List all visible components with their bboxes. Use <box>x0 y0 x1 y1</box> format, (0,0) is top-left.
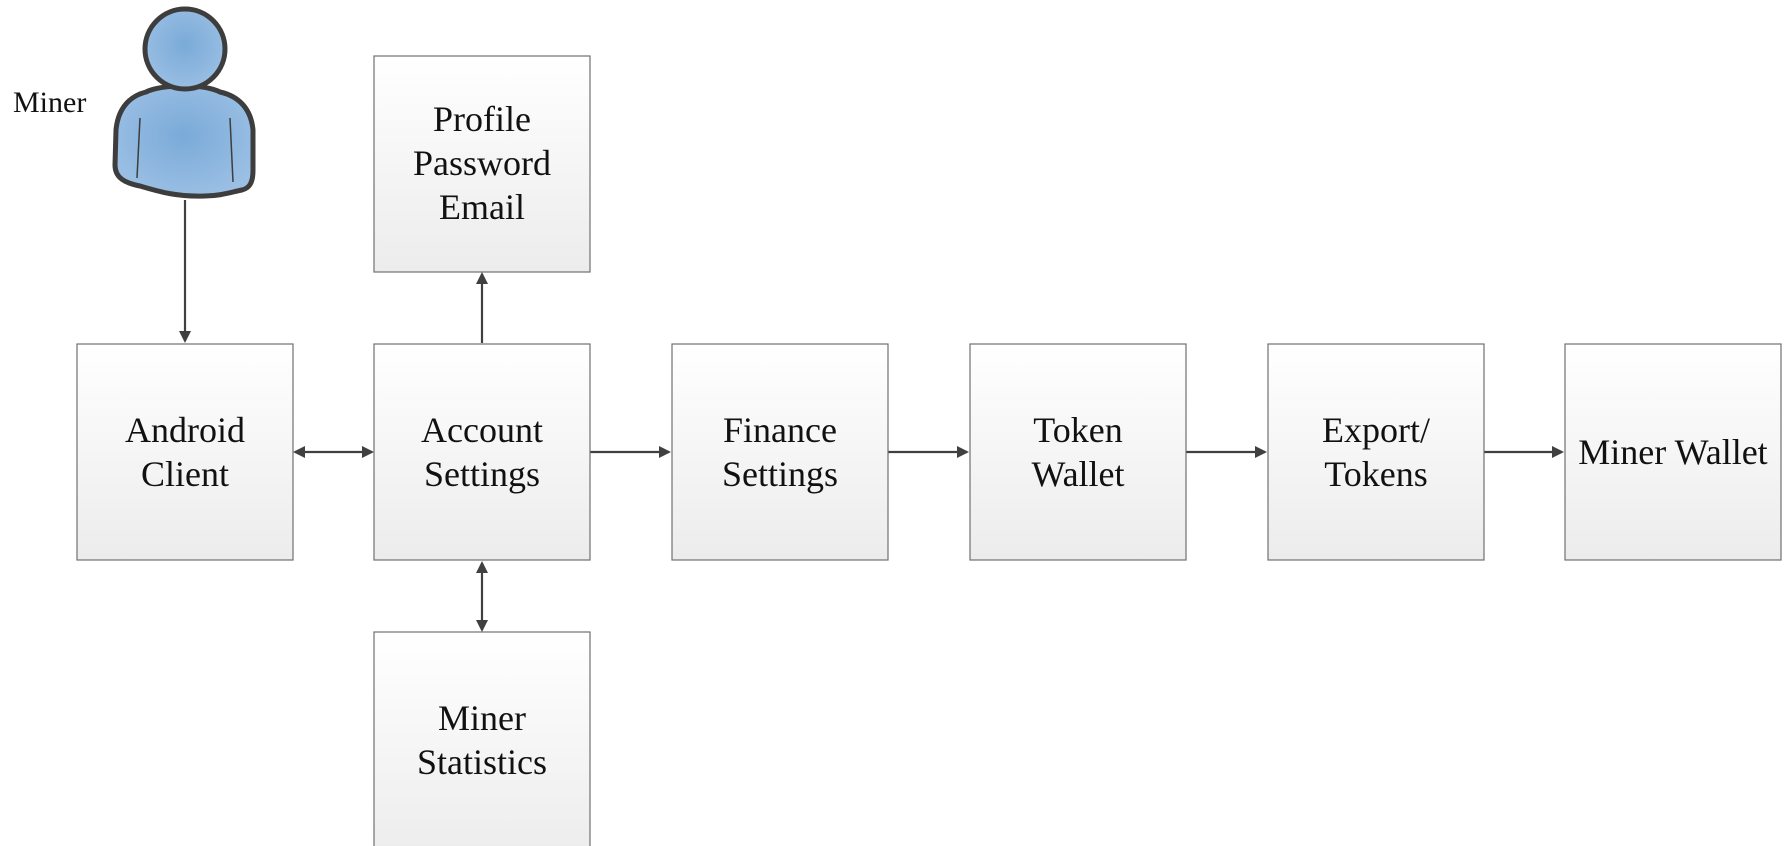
node-android-client-line-2: Client <box>141 454 229 494</box>
node-account-settings-line-1: Account <box>421 410 543 450</box>
person-icon <box>112 6 256 199</box>
node-miner-wallet: Miner Wallet <box>1564 343 1782 561</box>
node-account-settings-line-2: Settings <box>424 454 540 494</box>
node-miner-statistics: Miner Statistics <box>373 631 591 846</box>
actor: Miner <box>13 6 256 199</box>
node-android-client-line-1: Android <box>125 410 245 450</box>
node-token-wallet: Token Wallet <box>969 343 1187 561</box>
actor-label: Miner <box>13 86 86 119</box>
node-miner-wallet-line-1: Miner Wallet <box>1578 432 1767 472</box>
node-export-tokens-line-2: Tokens <box>1324 454 1427 494</box>
node-android-client: Android Client <box>76 343 294 561</box>
node-token-wallet-line-1: Token <box>1033 410 1122 450</box>
node-miner-statistics-line-2: Statistics <box>417 742 547 782</box>
node-account-settings: Account Settings <box>373 343 591 561</box>
node-finance-settings-line-2: Settings <box>722 454 838 494</box>
node-profile: Profile Password Email <box>373 55 591 273</box>
node-profile-line-3: Email <box>439 187 525 227</box>
node-profile-line-1: Profile <box>433 99 531 139</box>
node-finance-settings-line-1: Finance <box>723 410 837 450</box>
edges <box>179 200 1564 632</box>
node-token-wallet-line-2: Wallet <box>1031 454 1124 494</box>
node-finance-settings: Finance Settings <box>671 343 889 561</box>
node-miner-statistics-line-1: Miner <box>438 698 526 738</box>
node-export-tokens-line-1: Export/ <box>1322 410 1430 450</box>
node-profile-line-2: Password <box>413 143 551 183</box>
node-export-tokens: Export/ Tokens <box>1267 343 1485 561</box>
